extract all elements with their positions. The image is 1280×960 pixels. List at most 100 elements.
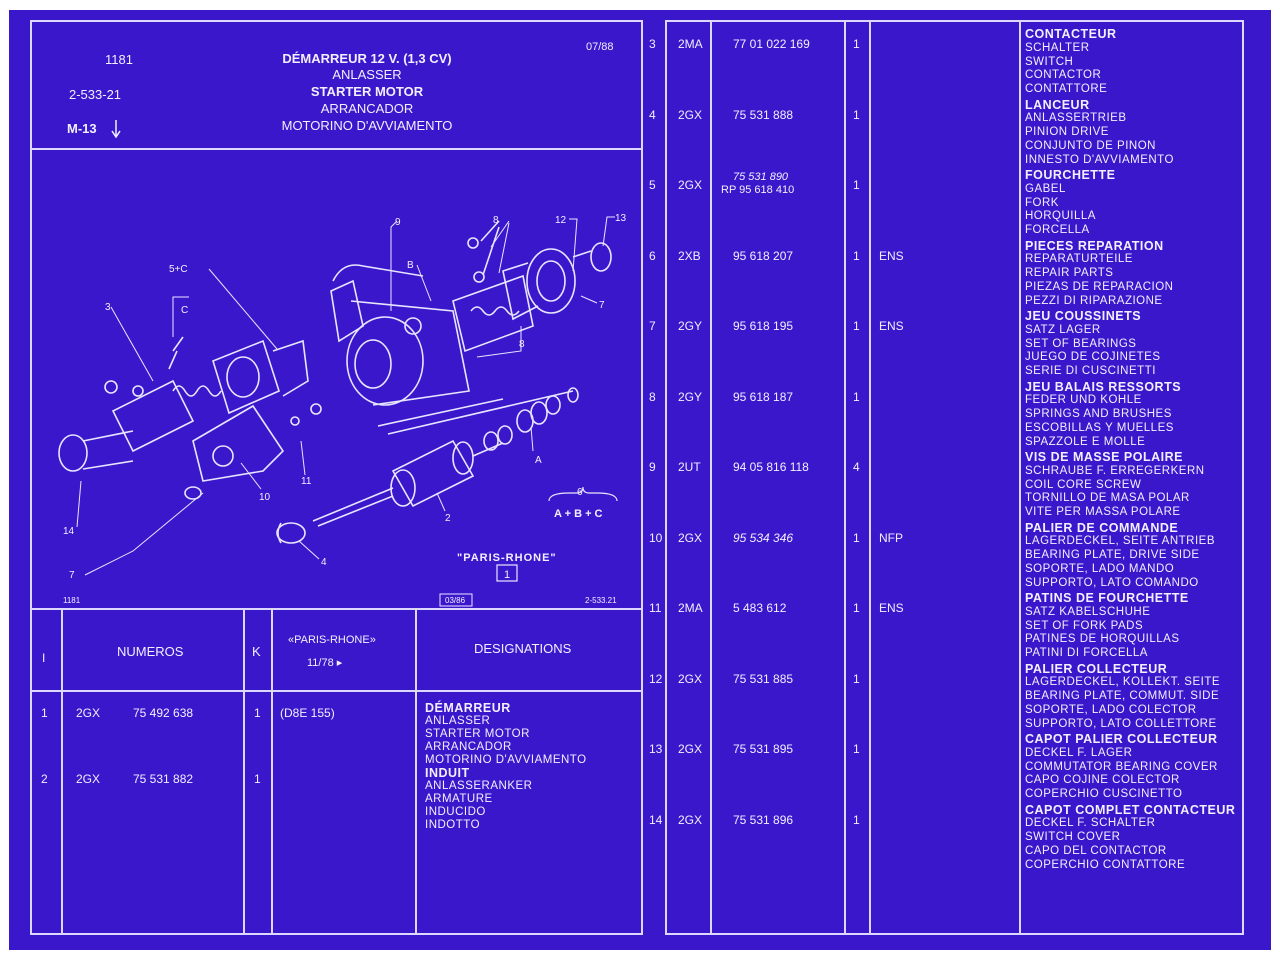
row-designation-title: INDUIT <box>425 766 470 780</box>
row-designation-title: CAPOT PALIER COLLECTEUR <box>1025 732 1218 746</box>
title-it: MOTORINO D'AVVIAMENTO <box>281 118 453 133</box>
row-designation-line: ANLASSERANKER <box>425 780 533 792</box>
row-index: 10 <box>649 530 663 545</box>
row-designation: INDUIT ANLASSERANKER ARMATURE INDUCIDO I… <box>425 766 532 832</box>
row-code: 2XB <box>678 248 701 263</box>
row-note: NFP <box>879 530 903 545</box>
row-designation: DÉMARREUR ANLASSER STARTER MOTOR ARRANCA… <box>425 701 587 767</box>
brand-box-number: 1 <box>504 569 510 581</box>
row-designation-title: PALIER DE COMMANDE <box>1025 520 1179 535</box>
row-designation-title: PIECES REPARATION <box>1025 238 1164 253</box>
row-designation-line: CAPO DEL CONTACTOR <box>1025 844 1167 857</box>
row-designation-line: SERIE DI CUSCINETTI <box>1025 365 1156 378</box>
row-designation-line: SET OF FORK PADS <box>1025 619 1144 632</box>
row-designation-line: SUPPORTO, LATO COLLETTORE <box>1025 717 1217 730</box>
frame-line <box>30 608 643 610</box>
date-box <box>439 593 473 607</box>
row-index: 3 <box>649 37 656 51</box>
row-designation-title: PATINS DE FOURCHETTE <box>1025 591 1189 605</box>
parts-sheet: 1181 2-533-21 M-13 07/88 DÉMARREUR 12 V.… <box>9 10 1271 950</box>
row-designation-line: PATINES DE HORQUILLAS <box>1025 633 1180 646</box>
row-designation-title: DÉMARREUR <box>425 701 511 715</box>
row-designation-line: BEARING PLATE, COMMUT. SIDE <box>1025 690 1220 703</box>
row-designation-line: FORK <box>1025 196 1059 209</box>
row-designation-line: REPARATURTEILE <box>1025 253 1133 266</box>
title-es: ARRANCADOR <box>320 101 414 116</box>
row-part-number: 95 618 187 <box>733 389 794 404</box>
row-part-number: 75 531 882 <box>133 772 194 786</box>
row-designation-line: JUEGO DE COJINETES <box>1025 351 1161 364</box>
row-index: 12 <box>649 671 663 686</box>
row-index: 6 <box>649 248 656 263</box>
row-k: 1 <box>853 107 860 122</box>
row-designation-line: INNESTO D'AVVIAMENTO <box>1025 153 1174 166</box>
corner-code: 1181 <box>63 596 81 605</box>
callout-label: 14 <box>63 526 75 537</box>
callout-label: 3 <box>105 302 111 313</box>
row-designation-line: PINION DRIVE <box>1025 126 1109 139</box>
row-designation-line: PATINI DI FORCELLA <box>1025 647 1148 660</box>
row-index: 11 <box>649 601 662 615</box>
row-designation-line: LAGERDECKEL, KOLLEKT. SEITE <box>1025 676 1221 689</box>
row-part-number: 75 531 896 <box>733 812 794 827</box>
callout-label: 9 <box>395 217 401 228</box>
row-designation-title: PALIER COLLECTEUR <box>1025 661 1168 676</box>
frame-line <box>844 20 846 935</box>
row-designation-line: CAPO COJINE COLECTOR <box>1025 774 1180 787</box>
title-fr: DÉMARREUR 12 V. (1,3 CV) <box>282 51 452 66</box>
row-designation-line: SOPORTE, LADO MANDO <box>1025 562 1175 575</box>
row-designation-line: PIEZAS DE REPARACION <box>1025 280 1174 293</box>
row-index: 14 <box>649 812 663 827</box>
row-designation-line: COMMUTATOR BEARING COVER <box>1025 760 1218 773</box>
callout-label: C <box>181 305 188 316</box>
row-designation-title: CONTACTEUR <box>1025 27 1117 41</box>
callout-label: 11 <box>301 476 312 487</box>
row-designation-title: FOURCHETTE <box>1025 168 1116 182</box>
row-code: 2UT <box>678 460 701 474</box>
row-designation-line: TORNILLO DE MASA POLAR <box>1025 492 1190 505</box>
row-designation-line: SWITCH COVER <box>1025 831 1121 844</box>
row-part-number: 5 483 612 <box>733 601 787 615</box>
row-designation-line: MOTORINO D'AVVIAMENTO <box>425 754 587 766</box>
row-k: 1 <box>853 530 860 545</box>
row-designation-line: FEDER UND KOHLE <box>1025 394 1142 407</box>
row-part-number: 75 531 888 <box>733 107 794 122</box>
row-designation-line: COPERCHIO CUSCINETTO <box>1025 788 1183 801</box>
frame-line <box>1019 20 1021 935</box>
callout-label: 12 <box>555 215 567 226</box>
col-header-designations: DESIGNATIONS <box>474 641 572 656</box>
row-designation-line: GABEL <box>1025 182 1066 195</box>
group-number: 6 <box>577 487 583 498</box>
row-designation-line: SCHRAUBE F. ERREGERKERN <box>1025 464 1205 477</box>
row-part-number: 75 531 890 <box>733 171 789 183</box>
row-k: 4 <box>853 460 860 474</box>
row-index: 5 <box>649 178 656 192</box>
row-designation-line: SATZ LAGER <box>1025 323 1101 336</box>
arrow-down-icon <box>111 120 121 139</box>
row-part-number-alt: RP 95 618 410 <box>721 184 795 196</box>
row-part-number: 75 531 885 <box>733 671 794 686</box>
row-part-number: 94 05 816 118 <box>733 460 809 474</box>
row-designation-line: LAGERDECKEL, SEITE ANTRIEB <box>1025 535 1216 548</box>
frame-line <box>665 20 667 935</box>
group-brace <box>548 486 618 502</box>
frame-line <box>271 608 273 935</box>
sheet-mark: M-13 <box>67 121 97 136</box>
row-note: ENS <box>879 319 904 333</box>
row-k: 1 <box>853 601 860 615</box>
callout-label: 7 <box>69 570 75 581</box>
row-designation-line: ARRANCADOR <box>425 741 512 753</box>
row-k: 1 <box>853 37 860 51</box>
row-k: 1 <box>853 812 860 827</box>
row-designation-line: CONTACTOR <box>1025 69 1102 82</box>
row-part-number: 95 618 207 <box>733 248 794 263</box>
row-index: 4 <box>649 107 656 122</box>
